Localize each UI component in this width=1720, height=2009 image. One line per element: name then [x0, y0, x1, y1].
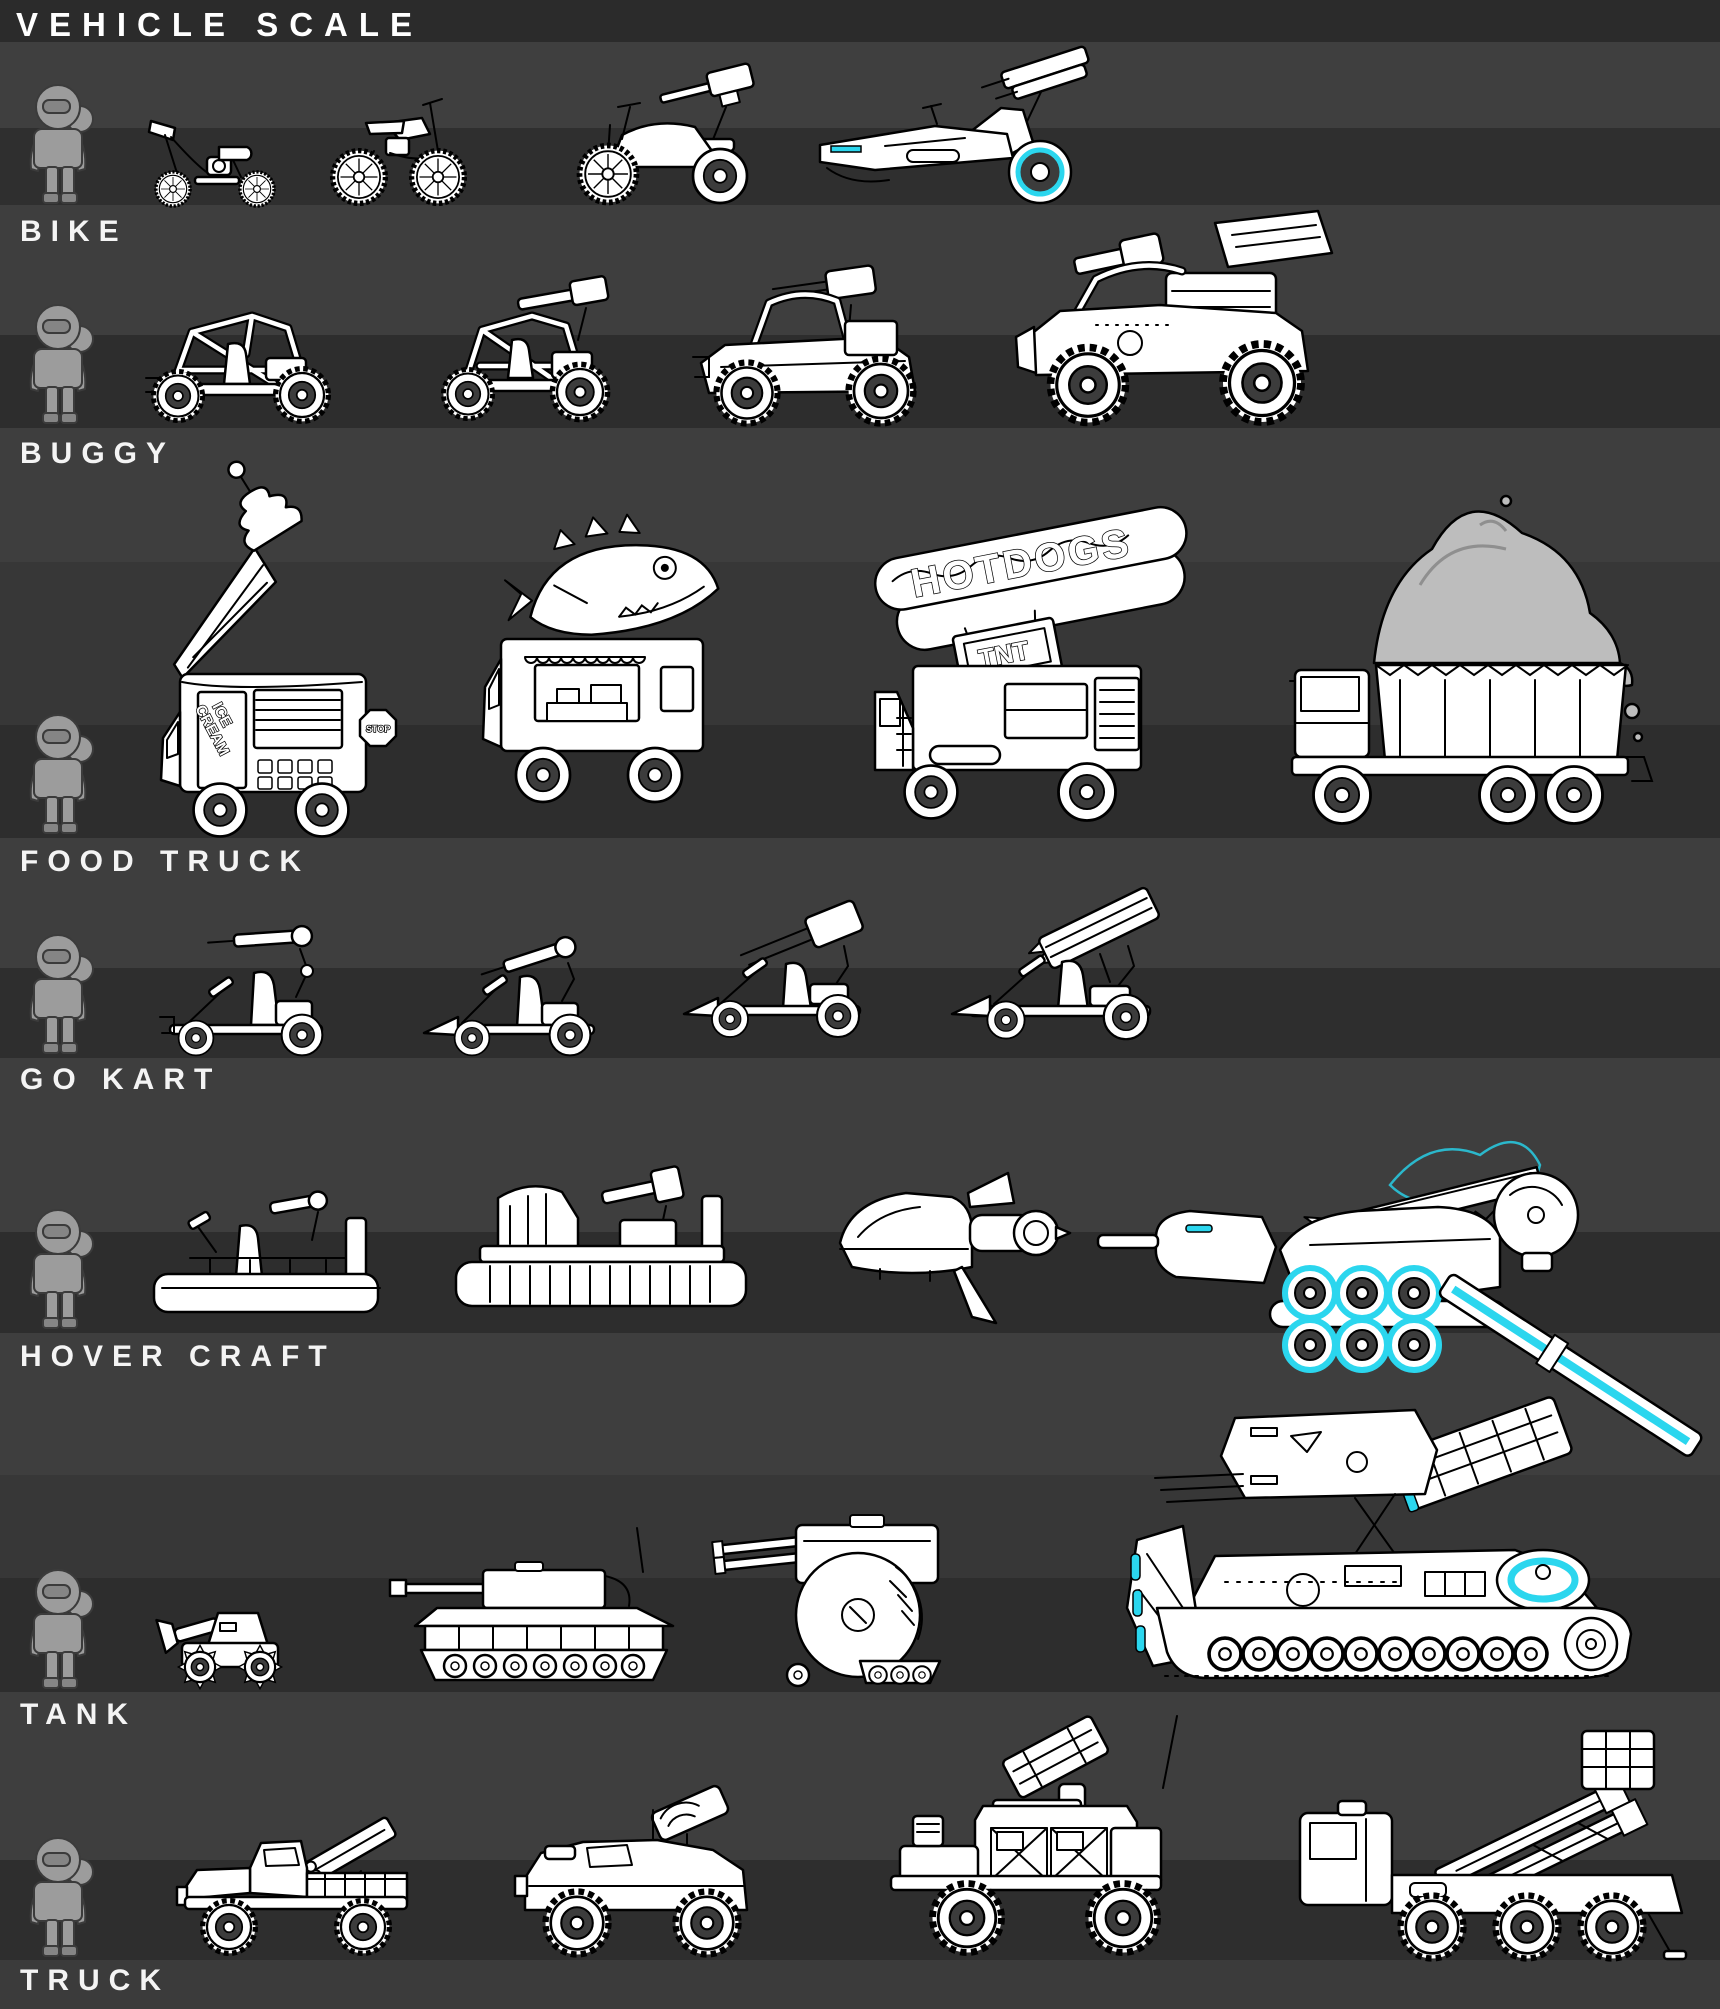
vehicle-fish-truck — [481, 513, 720, 804]
vehicle-tube-frame-buggy — [145, 311, 350, 425]
vehicle-gun-trike — [560, 62, 755, 205]
cyan-rail-skid — [1438, 1273, 1703, 1457]
vehicle-slime-dump-truck — [1289, 494, 1654, 825]
vehicle-mini-spike-tank — [155, 1611, 283, 1690]
row-label-truck: TRUCK — [20, 1964, 170, 1997]
vehicle-mega-flak-tank — [1125, 1396, 1633, 1680]
vehicle-round-assault-tank — [711, 1514, 942, 1688]
vehicle-twin-cannon-kart — [682, 899, 864, 1039]
scale-figure-go-kart — [29, 934, 94, 1054]
vehicle-humvee-launcher — [889, 1715, 1178, 1958]
vehicle-gun-rack-buggy — [420, 275, 620, 425]
scale-figure-bike — [29, 84, 94, 204]
vehicle-jet-speeder — [838, 1171, 1072, 1325]
cyan-thruster-rings — [1282, 1265, 1442, 1373]
vehicle-winged-gun-kart — [422, 935, 596, 1057]
vehicle-ice-cream-truck: ICECREAM STOP — [159, 460, 398, 838]
vehicle-dirt-bike — [330, 98, 465, 205]
scale-figure-food-truck — [29, 714, 94, 834]
vehicle-hover-platform — [152, 1190, 381, 1314]
vehicle-rocket-rack-kart — [950, 886, 1160, 1041]
row-label-food-truck: FOOD TRUCK — [20, 845, 310, 878]
row-label-tank: TANK — [20, 1698, 138, 1731]
vehicle-missile-carrier-6x6 — [1298, 1729, 1688, 1958]
door-x-panels — [990, 1827, 1108, 1881]
scale-figure-buggy — [29, 304, 94, 424]
scale-figure-truck — [29, 1837, 94, 1957]
minigun-barrels — [1154, 1473, 1246, 1503]
vehicle-mini-bike — [147, 119, 276, 208]
vehicle-hotdog-truck: HOTDOGS TNT — [873, 505, 1188, 822]
vehicle-skirted-hovercraft — [454, 1165, 748, 1308]
vehicle-rocket-pickup — [175, 1816, 409, 1958]
vehicle-gun-arm-kart — [159, 924, 324, 1057]
page-title: VEHICLE SCALE — [16, 6, 424, 43]
row-label-bike: BIKE — [20, 215, 128, 248]
vehicle-radar-offroad-truck — [513, 1784, 749, 1958]
row-label-go-kart: GO KART — [20, 1063, 222, 1096]
vehicle-future-missile-hover — [1096, 1140, 1703, 1457]
vehicle-minigun-buggy — [692, 264, 945, 425]
vehicle-hover-cannon-bike — [818, 45, 1090, 205]
scale-figure-hover-craft — [29, 1209, 94, 1329]
svg-text:STOP: STOP — [366, 724, 390, 734]
vehicle-cannon-tank — [388, 1527, 675, 1682]
scale-figure-tank — [29, 1569, 94, 1689]
row-label-buggy: BUGGY — [20, 437, 176, 470]
vehicle-heavy-assault-buggy — [1014, 209, 1334, 425]
row-label-hover-craft: HOVER CRAFT — [20, 1340, 336, 1373]
